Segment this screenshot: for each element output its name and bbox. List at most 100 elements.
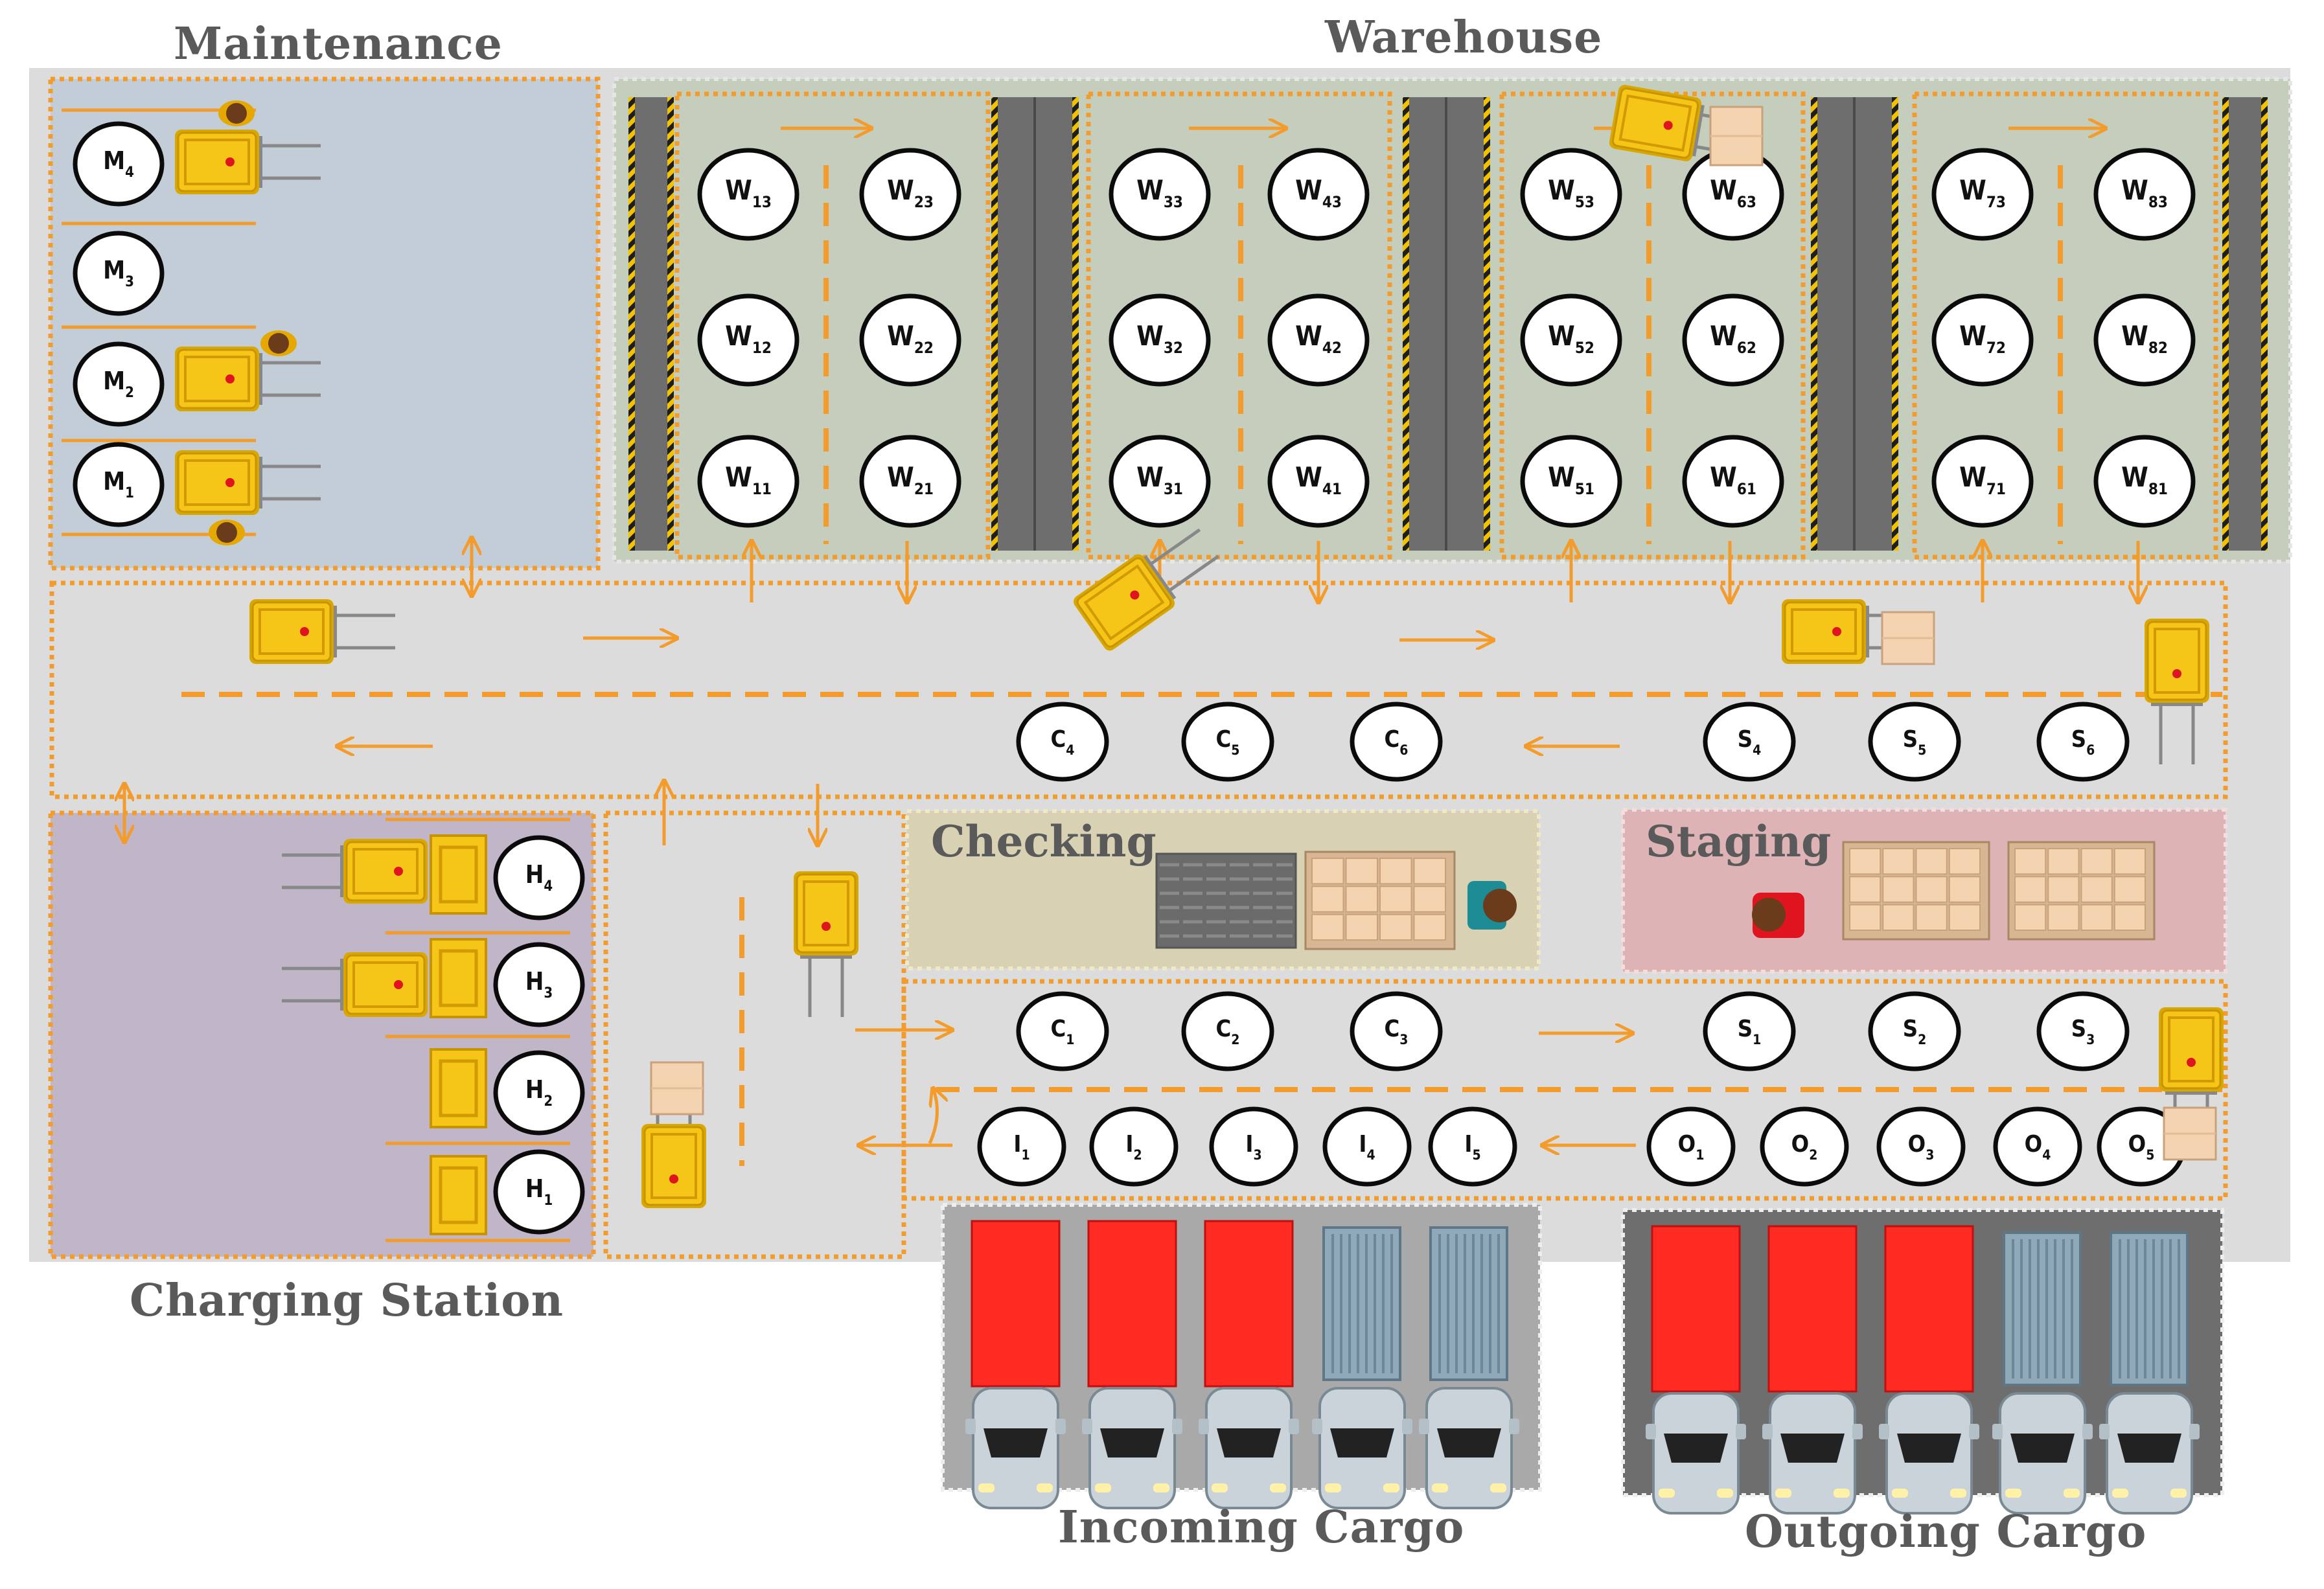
warehouse-node-w51-label: W51 <box>1548 461 1594 498</box>
fork-mast <box>1692 104 1705 157</box>
pallet-box <box>1849 876 1881 903</box>
incoming-node-i4-label: I4 <box>1359 1131 1375 1163</box>
incoming-node-i2-circle <box>1089 1106 1179 1187</box>
operator-head <box>268 333 289 354</box>
truck-headlight <box>1775 1489 1791 1498</box>
maintenance-node-m2-label: M2 <box>103 367 134 401</box>
truck-windshield <box>1100 1428 1164 1458</box>
incoming-cargo-title: Incoming Cargo <box>1058 1502 1465 1553</box>
robot-panel <box>1618 94 1692 152</box>
fork <box>1148 528 1201 567</box>
charging-node-h4: H4 <box>493 835 585 920</box>
pallet-box <box>1413 886 1446 913</box>
truck-windshield <box>2010 1434 2075 1463</box>
truck-windshield <box>1780 1434 1845 1463</box>
robot-indicator <box>300 627 309 636</box>
truck-headlight <box>2170 1489 2187 1498</box>
charging-dock-panel <box>439 845 478 904</box>
warehouse-node-w11: W11 <box>697 435 800 528</box>
warehouse-node-w63-label: W63 <box>1710 174 1756 211</box>
charging-node-h3-label: H3 <box>525 967 553 1001</box>
warehouse-racks <box>628 97 2268 551</box>
maintenance-node-m1-label: M1 <box>103 467 134 501</box>
truck-mirror <box>1736 1424 1746 1439</box>
lane-lines <box>62 108 2222 1242</box>
robot-panel <box>1791 608 1857 655</box>
truck-mirror <box>1082 1419 1092 1434</box>
staging-node-s1-label: S1 <box>1738 1016 1761 1047</box>
pickup-truck <box>1992 1231 2093 1515</box>
maintenance-node-m3-label: M3 <box>103 256 134 290</box>
warehouse-node-w73: W73 <box>1931 148 2034 241</box>
robot-indicator <box>822 922 831 931</box>
pallet-box <box>1882 848 1915 875</box>
charging-node-h2: H2 <box>493 1050 585 1136</box>
maintenance-node-m1-circle <box>73 442 165 527</box>
incoming-node-i4: I4 <box>1322 1106 1412 1187</box>
staging-node-s4-label: S4 <box>1738 726 1761 758</box>
checking-node-c3-circle <box>1350 991 1443 1071</box>
warehouse-node-w61-label: W61 <box>1710 461 1756 498</box>
pallet-box <box>1345 886 1378 913</box>
warehouse-node-w52-label: W52 <box>1548 320 1594 357</box>
robot-panel <box>1083 564 1165 641</box>
truck-mirror <box>1646 1424 1656 1439</box>
pallet-box <box>2014 848 2047 875</box>
truck-mirror <box>1172 1419 1182 1434</box>
checking-boundary <box>905 809 1541 970</box>
robot-body <box>1784 601 1864 662</box>
warehouse-node-w82-label: W82 <box>2121 320 2168 357</box>
charging-node-h1-label: H1 <box>525 1174 553 1209</box>
truck-bed <box>2003 1231 2082 1386</box>
warehouse-node-w13-label: W13 <box>725 174 772 211</box>
truck-bed <box>1322 1226 1401 1381</box>
staging-node-s2-circle <box>1868 991 1961 1071</box>
warehouse-node-w83-label: W83 <box>2121 174 2168 211</box>
forklift-robot <box>794 871 858 1017</box>
warehouse-node-w43-circle <box>1267 148 1370 241</box>
truck-windshield <box>1217 1428 1281 1458</box>
robot-indicator <box>394 867 403 876</box>
truck-windshield <box>1330 1428 1394 1458</box>
warehouse-node-w72-label: W72 <box>1959 320 2006 357</box>
warehouse-node-w61-circle <box>1682 435 1784 528</box>
truck-windshield <box>984 1428 1048 1458</box>
forklift-robot <box>282 952 428 1017</box>
warehouse-node-w21: W21 <box>859 435 961 528</box>
staging-node-s5-circle <box>1868 702 1961 782</box>
warehouse-node-w31-label: W31 <box>1136 461 1183 498</box>
robot-body <box>643 1126 704 1206</box>
pallet-box <box>2014 904 2047 931</box>
robot-indicator <box>225 157 235 166</box>
warehouse-node-w31-circle <box>1109 435 1211 528</box>
pallet-box <box>1948 904 1981 931</box>
warehouse-node-w13: W13 <box>697 148 800 241</box>
operator-head <box>216 522 237 543</box>
truck-mirror <box>1879 1424 1889 1439</box>
staging-node-s6: S6 <box>2036 702 2130 782</box>
truck-headlight <box>1325 1483 1341 1492</box>
warehouse-node-w42: W42 <box>1267 293 1370 387</box>
truck-mirror <box>2099 1424 2110 1439</box>
outgoing-node-o1-label: O1 <box>1678 1131 1705 1163</box>
warehouse-node-w23: W23 <box>859 148 961 241</box>
truck-headlight <box>1834 1489 1850 1498</box>
checking-node-c2-label: C2 <box>1216 1016 1240 1047</box>
charging-boundary <box>48 810 596 1259</box>
forklift-robot <box>282 839 428 904</box>
pallet-box <box>2047 904 2080 931</box>
fork-mast <box>1143 555 1177 600</box>
cargo-truck <box>1879 1225 1979 1515</box>
truck-headlight <box>1950 1489 1966 1498</box>
warehouse-node-w43-label: W43 <box>1295 174 1342 211</box>
truck-headlight <box>2064 1489 2080 1498</box>
warehouse-node-w32-circle <box>1109 293 1211 387</box>
pallet-box <box>1379 886 1412 913</box>
truck-mirror <box>1969 1424 1979 1439</box>
rack-hazard-stripe <box>991 97 998 551</box>
truck-windshield <box>1437 1428 1501 1458</box>
robot-panel <box>184 139 250 185</box>
cargo-boxes <box>650 106 2217 1161</box>
forklift-robot <box>2159 1007 2224 1153</box>
